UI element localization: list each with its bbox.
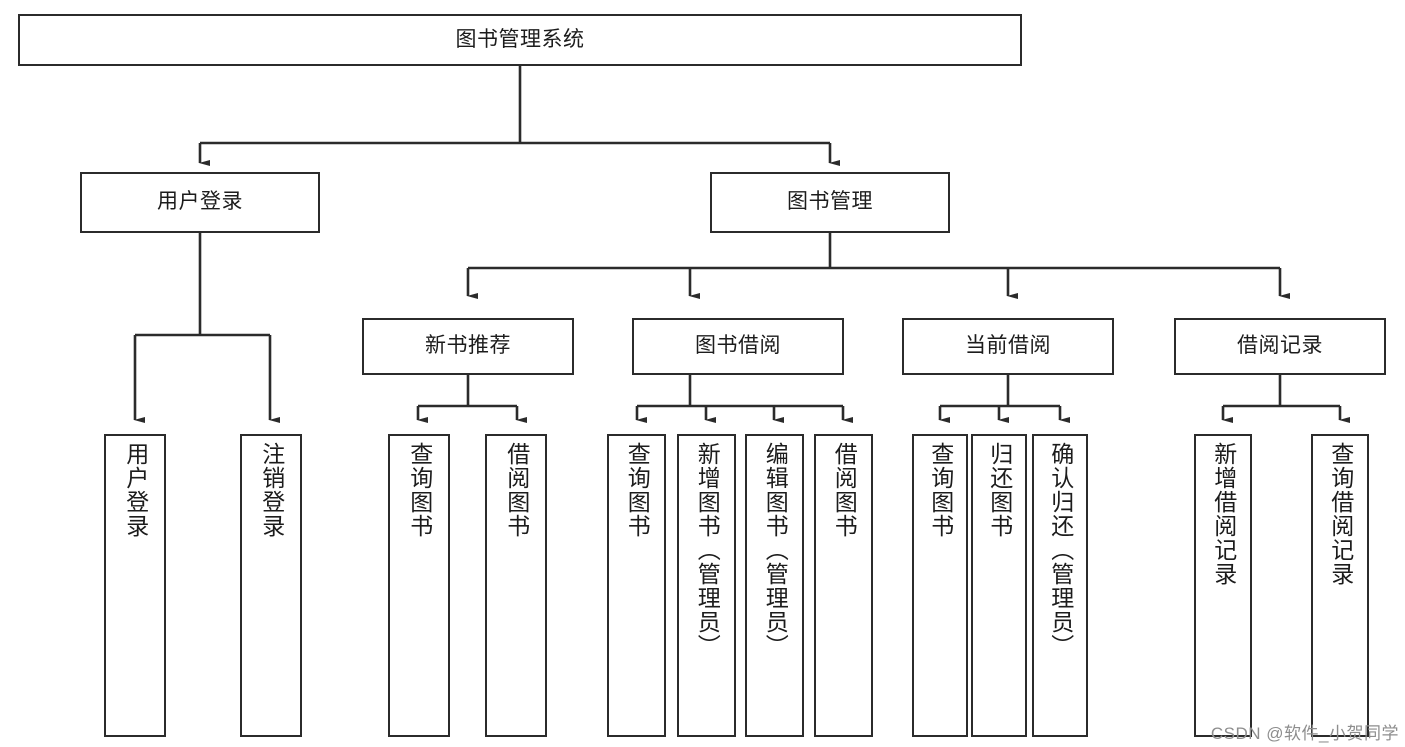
node-label: 新书推荐 — [425, 334, 511, 358]
node-borrow-record[interactable]: 借阅记录 — [1174, 318, 1386, 375]
node-label: 图书管理系统 — [455, 27, 585, 51]
node-label: 编辑图书（管理员） — [762, 442, 789, 658]
node-label: 查询图书 — [406, 442, 433, 538]
node-label: 借阅图书 — [503, 442, 530, 538]
leaf-confirm-return[interactable]: 确认归还（管理员） — [1032, 434, 1088, 737]
leaf-add-book[interactable]: 新增图书（管理员） — [677, 434, 736, 737]
node-label: 借阅记录 — [1237, 334, 1323, 358]
leaf-add-record[interactable]: 新增借阅记录 — [1194, 434, 1252, 737]
node-label: 借阅图书 — [831, 442, 858, 538]
node-book-borrow[interactable]: 图书借阅 — [632, 318, 844, 375]
node-label: 归还图书 — [986, 442, 1013, 538]
node-current-borrow[interactable]: 当前借阅 — [902, 318, 1114, 375]
node-label: 图书管理 — [787, 190, 873, 214]
leaf-return-book[interactable]: 归还图书 — [971, 434, 1027, 737]
node-label: 用户登录 — [157, 190, 243, 214]
node-label: 查询借阅记录 — [1327, 442, 1354, 586]
node-label: 查询图书 — [927, 442, 954, 538]
leaf-user-login[interactable]: 用户登录 — [104, 434, 166, 737]
leaf-borrow-book-1[interactable]: 借阅图书 — [485, 434, 547, 737]
node-label: 查询图书 — [624, 442, 651, 538]
node-book-manage[interactable]: 图书管理 — [710, 172, 950, 233]
leaf-query-book-3[interactable]: 查询图书 — [912, 434, 968, 737]
node-label: 图书借阅 — [695, 334, 781, 358]
node-label: 确认归还（管理员） — [1047, 442, 1074, 658]
leaf-edit-book[interactable]: 编辑图书（管理员） — [745, 434, 804, 737]
node-new-book-recommend[interactable]: 新书推荐 — [362, 318, 574, 375]
node-label: 用户登录 — [122, 442, 149, 538]
node-root-system[interactable]: 图书管理系统 — [18, 14, 1022, 66]
leaf-borrow-book-2[interactable]: 借阅图书 — [814, 434, 873, 737]
leaf-query-book-2[interactable]: 查询图书 — [607, 434, 666, 737]
node-label: 新增图书（管理员） — [694, 442, 721, 658]
leaf-query-record[interactable]: 查询借阅记录 — [1311, 434, 1369, 737]
node-label: 新增借阅记录 — [1210, 442, 1237, 586]
leaf-logout-login[interactable]: 注销登录 — [240, 434, 302, 737]
node-label: 注销登录 — [258, 442, 285, 538]
node-label: 当前借阅 — [965, 334, 1051, 358]
leaf-query-book-1[interactable]: 查询图书 — [388, 434, 450, 737]
node-user-login[interactable]: 用户登录 — [80, 172, 320, 233]
